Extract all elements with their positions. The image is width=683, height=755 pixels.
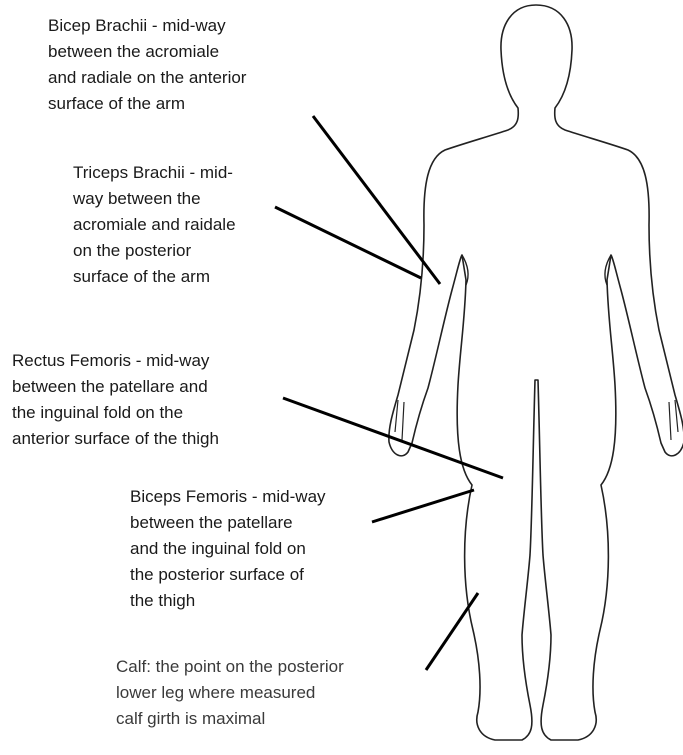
label-line: between the patellare and <box>12 374 219 400</box>
left-hand-fingers <box>395 400 404 440</box>
label-line: the inguinal fold on the <box>12 400 219 426</box>
biceps-femoris-label: Biceps Femoris - mid-way between the pat… <box>130 484 326 614</box>
triceps-brachii-pointer <box>275 207 421 278</box>
body-outline <box>389 5 683 740</box>
triceps-brachii-label: Triceps Brachii - mid- way between the a… <box>73 160 236 290</box>
label-line: the thigh <box>130 588 326 614</box>
label-line: between the acromiale <box>48 39 246 65</box>
calf-label: Calf: the point on the posterior lower l… <box>116 654 344 732</box>
biceps-femoris-pointer <box>372 490 474 522</box>
right-hand-fingers <box>669 400 678 440</box>
bicep-brachii-label: Bicep Brachii - mid-way between the acro… <box>48 13 246 117</box>
label-line: surface of the arm <box>73 264 236 290</box>
label-line: calf girth is maximal <box>116 706 344 732</box>
rectus-femoris-label: Rectus Femoris - mid-way between the pat… <box>12 348 219 452</box>
label-line: acromiale and raidale <box>73 212 236 238</box>
label-line: surface of the arm <box>48 91 246 117</box>
label-line: on the posterior <box>73 238 236 264</box>
label-line: and radiale on the anterior <box>48 65 246 91</box>
label-line: way between the <box>73 186 236 212</box>
label-line: between the patellare <box>130 510 326 536</box>
calf-pointer <box>426 593 478 670</box>
label-line: anterior surface of the thigh <box>12 426 219 452</box>
label-line: lower leg where measured <box>116 680 344 706</box>
label-line: Calf: the point on the posterior <box>116 654 344 680</box>
label-line: the posterior surface of <box>130 562 326 588</box>
bicep-brachii-pointer <box>313 116 440 284</box>
label-line: Bicep Brachii - mid-way <box>48 13 246 39</box>
label-line: and the inguinal fold on <box>130 536 326 562</box>
label-line: Rectus Femoris - mid-way <box>12 348 219 374</box>
label-line: Biceps Femoris - mid-way <box>130 484 326 510</box>
label-line: Triceps Brachii - mid- <box>73 160 236 186</box>
